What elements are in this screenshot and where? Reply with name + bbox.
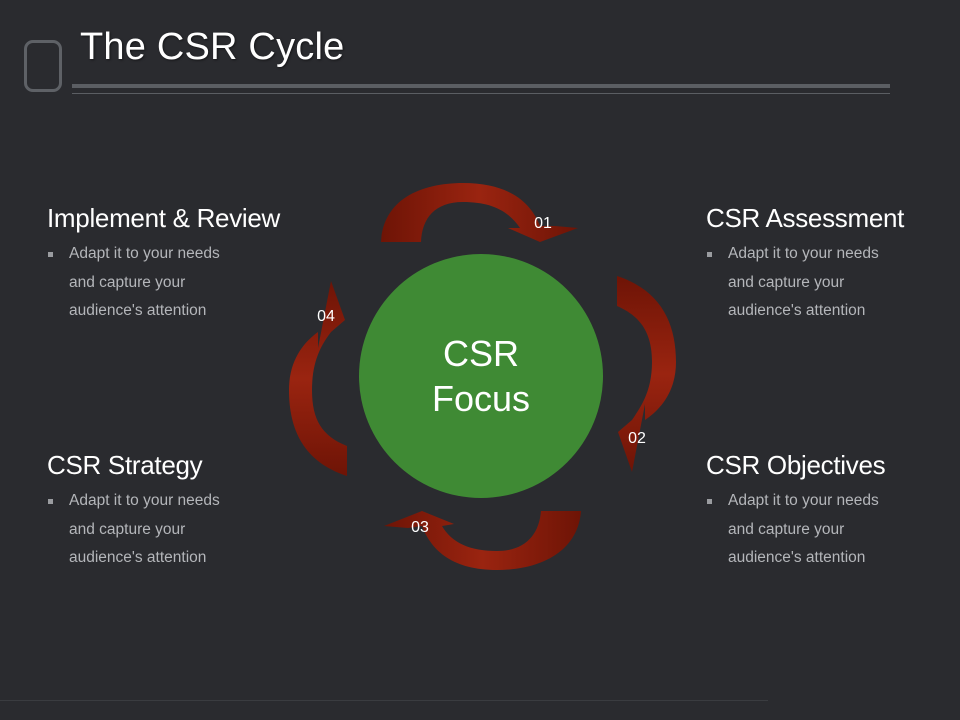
cycle-arrow-03	[384, 511, 581, 570]
cycle-arrow-01	[381, 183, 578, 242]
step-number-04: 04	[317, 308, 335, 325]
page-title: The CSR Cycle	[80, 26, 345, 68]
step-bullet-list: Adapt it to your needs and capture your …	[47, 240, 307, 326]
step-bullet-list: Adapt it to your needs and capture your …	[706, 487, 960, 573]
step-bullet: Adapt it to your needs and capture your …	[706, 240, 898, 326]
step-number-03: 03	[411, 519, 429, 536]
step-bullet: Adapt it to your needs and capture your …	[47, 487, 239, 573]
center-label-line1: CSR	[443, 333, 519, 374]
center-label-line2: Focus	[432, 378, 530, 419]
step-bullet: Adapt it to your needs and capture your …	[706, 487, 898, 573]
step-bullet-list: Adapt it to your needs and capture your …	[706, 240, 960, 326]
step-heading: CSR Strategy	[47, 450, 203, 480]
step-block-csr-objectives: CSR Objectives Adapt it to your needs an…	[706, 450, 960, 573]
title-underline	[72, 84, 890, 88]
step-bullet-list: Adapt it to your needs and capture your …	[47, 487, 307, 573]
center-circle	[359, 254, 603, 498]
cycle-arrow-02	[617, 276, 676, 472]
title-bracket-icon	[24, 40, 62, 92]
step-bullet: Adapt it to your needs and capture your …	[47, 240, 239, 326]
step-block-csr-strategy: CSR Strategy Adapt it to your needs and …	[47, 450, 307, 573]
step-number-01: 01	[534, 215, 552, 232]
step-heading: Implement & Review	[47, 203, 281, 233]
step-heading: CSR Objectives	[706, 450, 886, 480]
step-number-02: 02	[628, 430, 646, 447]
title-underline-thin	[72, 93, 890, 94]
cycle-arrow-04	[289, 281, 347, 476]
footer-divider	[0, 700, 768, 701]
step-block-csr-assessment: CSR Assessment Adapt it to your needs an…	[706, 203, 960, 326]
step-heading: CSR Assessment	[706, 203, 905, 233]
step-block-implement-review: Implement & Review Adapt it to your need…	[47, 203, 307, 326]
